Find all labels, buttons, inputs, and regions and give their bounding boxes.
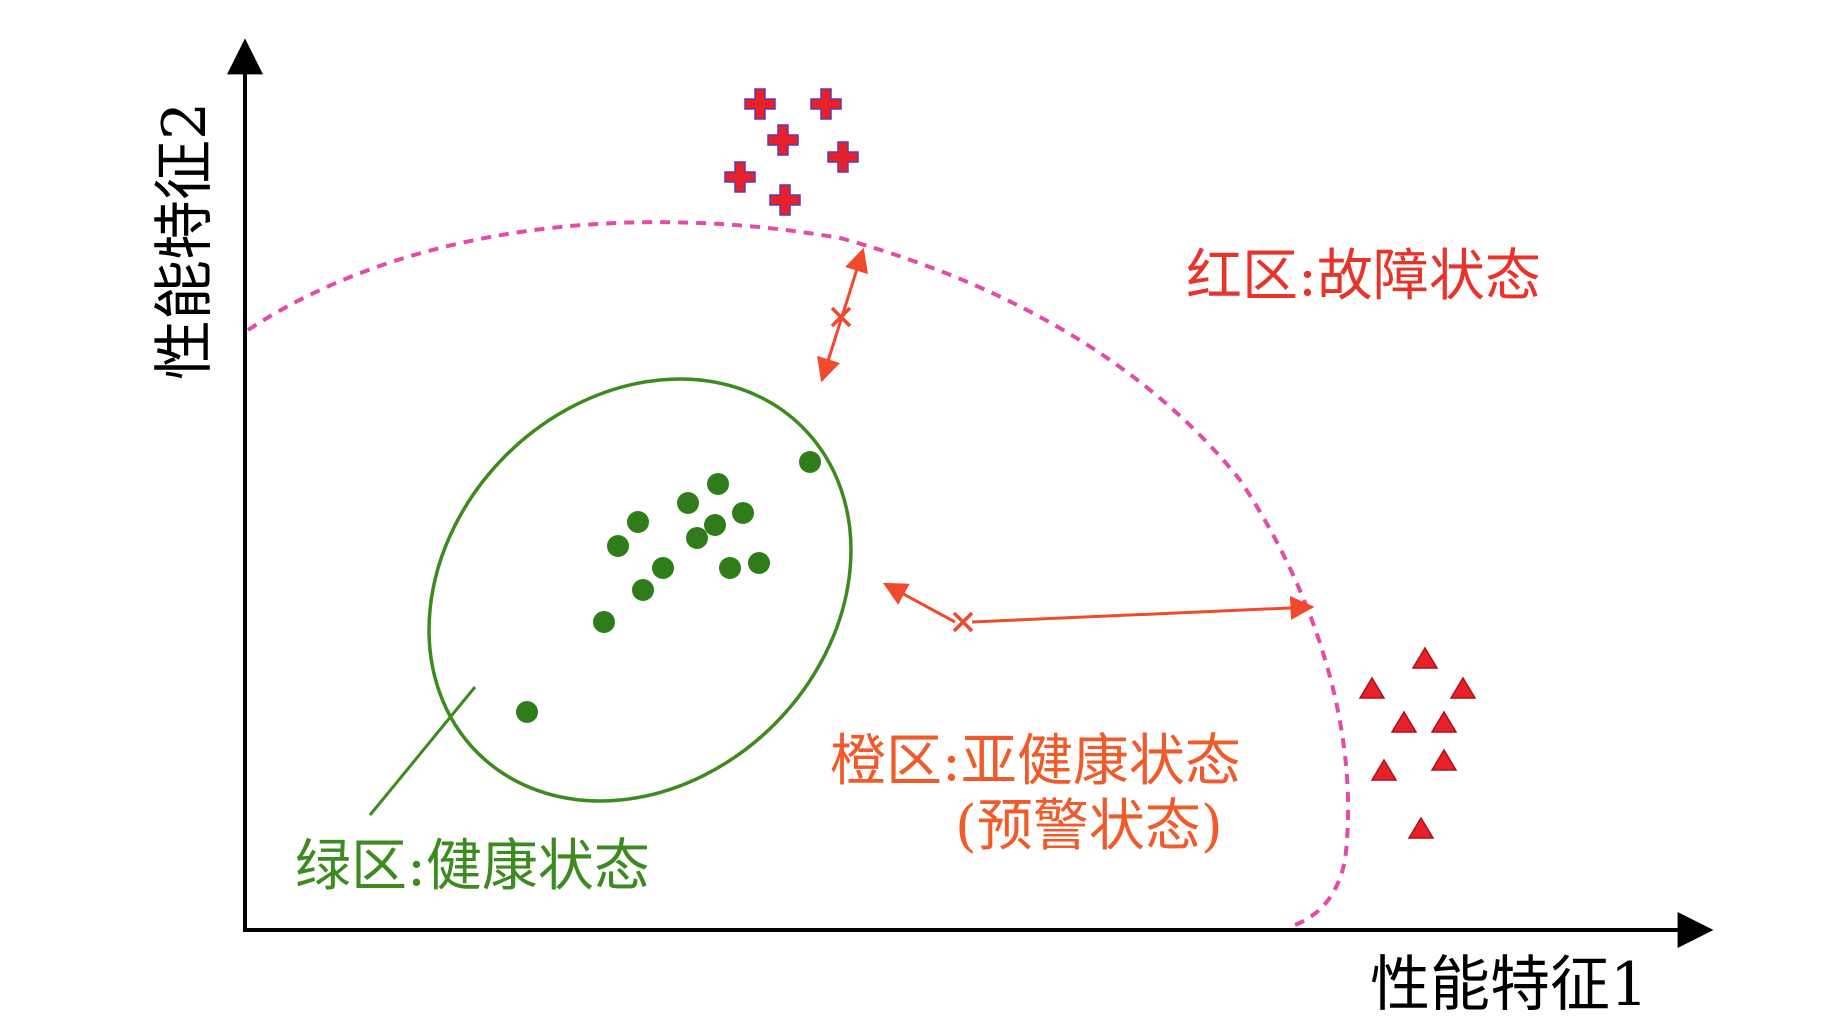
red-cross-marker <box>827 141 859 173</box>
red-triangle-marker <box>1358 676 1386 699</box>
healthy-zone-ellipse <box>427 377 853 803</box>
healthy-label-leader <box>368 686 477 816</box>
red-triangle-marker <box>1449 676 1477 699</box>
healthy-point <box>607 535 629 557</box>
red-triangle-marker <box>1430 710 1458 733</box>
healthy-point <box>707 473 729 495</box>
orange-zone-label-line1: 橙区:亚健康状态 <box>830 729 1241 794</box>
healthy-point <box>704 514 726 536</box>
red-zone-label: 红区:故障状态 <box>1186 244 1541 309</box>
orange-zone-label-line2: (预警状态) <box>955 794 1223 859</box>
red-cross-marker <box>724 161 756 193</box>
healthy-point <box>686 527 708 549</box>
fault-boundary <box>246 220 1351 927</box>
x-mark-icon <box>952 611 974 633</box>
red-triangle-marker <box>1407 816 1435 839</box>
healthy-point <box>652 557 674 579</box>
healthy-point <box>732 502 754 524</box>
red-triangle-marker <box>1430 748 1458 771</box>
red-triangle-marker <box>1390 710 1418 733</box>
x-axis-label: 性能特征1 <box>1370 950 1648 1020</box>
red-triangle-marker <box>1411 646 1439 669</box>
red-cross-marker <box>744 88 776 120</box>
healthy-point <box>593 611 615 633</box>
fault-triangle-cluster <box>1358 646 1477 839</box>
distance-arrow-right-a <box>882 582 956 624</box>
red-cross-marker <box>767 124 799 156</box>
red-triangle-marker <box>1370 758 1398 781</box>
y-axis-label: 性能特征2 <box>150 102 220 380</box>
healthy-points <box>516 451 821 723</box>
x-mark-icon <box>830 306 852 328</box>
healthy-point <box>677 492 699 514</box>
healthy-point <box>632 579 654 601</box>
distance-arrow-right-b <box>971 595 1315 624</box>
red-cross-marker <box>769 184 801 216</box>
fault-cross-cluster <box>724 88 859 216</box>
healthy-point <box>799 451 821 473</box>
green-zone-label: 绿区:健康状态 <box>295 834 650 899</box>
red-cross-marker <box>810 88 842 120</box>
healthy-point <box>627 511 649 533</box>
healthy-point <box>516 701 538 723</box>
healthy-point <box>748 552 770 574</box>
healthy-point <box>719 557 741 579</box>
